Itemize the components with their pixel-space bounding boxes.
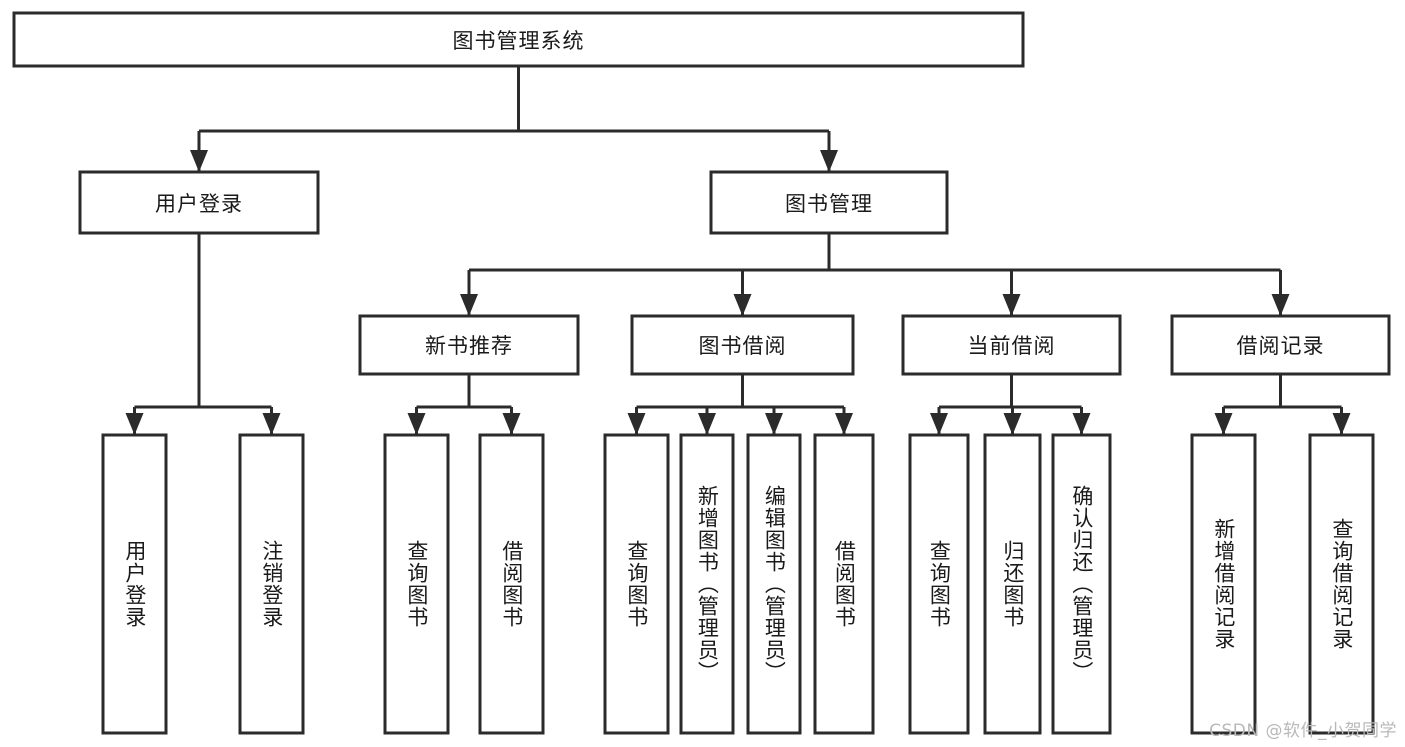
node-box-book-management (709, 170, 949, 235)
arrow-head-icon-current-borrow (1002, 294, 1021, 316)
node-box-leaf-query-book-3 (908, 433, 970, 735)
arrow-head-icon-leaf-add-book (698, 413, 716, 435)
arrow-head-icon-borrow-record (1271, 294, 1290, 316)
arrow-head-icon-leaf-edit-book (765, 413, 783, 435)
arrow-head-icon-leaf-user-login (125, 413, 144, 435)
node-box-user-login (78, 170, 320, 235)
arrow-head-icon-new-book-recommend (460, 294, 478, 316)
arrow-head-icon-leaf-return-book (1003, 413, 1022, 435)
node-box-root (12, 11, 1025, 68)
node-box-leaf-borrow-book-1 (478, 433, 545, 735)
arrow-head-icon-leaf-borrow-book-1 (502, 413, 521, 435)
arrow-head-icon-book-borrow (733, 294, 752, 316)
node-box-borrow-record (1170, 314, 1391, 376)
arrow-head-icon-leaf-borrow-book-2 (835, 413, 853, 435)
node-box-leaf-add-book (679, 433, 735, 735)
node-box-leaf-logout (238, 433, 305, 735)
node-box-leaf-confirm-return (1051, 433, 1112, 735)
node-boxes-layer (12, 11, 1391, 735)
arrow-head-icon-leaf-query-record (1332, 413, 1351, 435)
node-box-leaf-add-record (1190, 433, 1257, 735)
node-box-leaf-user-login (101, 433, 168, 735)
node-box-leaf-borrow-book-2 (813, 433, 875, 735)
arrow-head-icon-book-management (820, 150, 838, 172)
arrow-head-icon-user-login (190, 150, 208, 172)
node-box-leaf-query-book-2 (603, 433, 670, 735)
arrow-head-icon-leaf-query-book-2 (627, 413, 646, 435)
arrow-head-icon-leaf-add-record (1214, 413, 1233, 435)
arrow-head-icon-leaf-query-book-3 (930, 413, 948, 435)
arrow-head-icon-leaf-query-book-1 (407, 413, 426, 435)
node-box-leaf-return-book (983, 433, 1042, 735)
node-box-new-book-recommend (358, 314, 580, 376)
arrow-head-icon-leaf-logout (262, 413, 281, 435)
node-box-leaf-edit-book (746, 433, 802, 735)
node-box-current-borrow (901, 314, 1122, 376)
connectors-layer (125, 66, 1351, 435)
watermark-text: CSDN @软件_小贺同学 (1209, 721, 1397, 741)
node-box-leaf-query-record (1308, 433, 1375, 735)
node-box-book-borrow (630, 314, 855, 376)
arrow-head-icon-leaf-confirm-return (1072, 413, 1091, 435)
node-box-leaf-query-book-1 (383, 433, 450, 735)
